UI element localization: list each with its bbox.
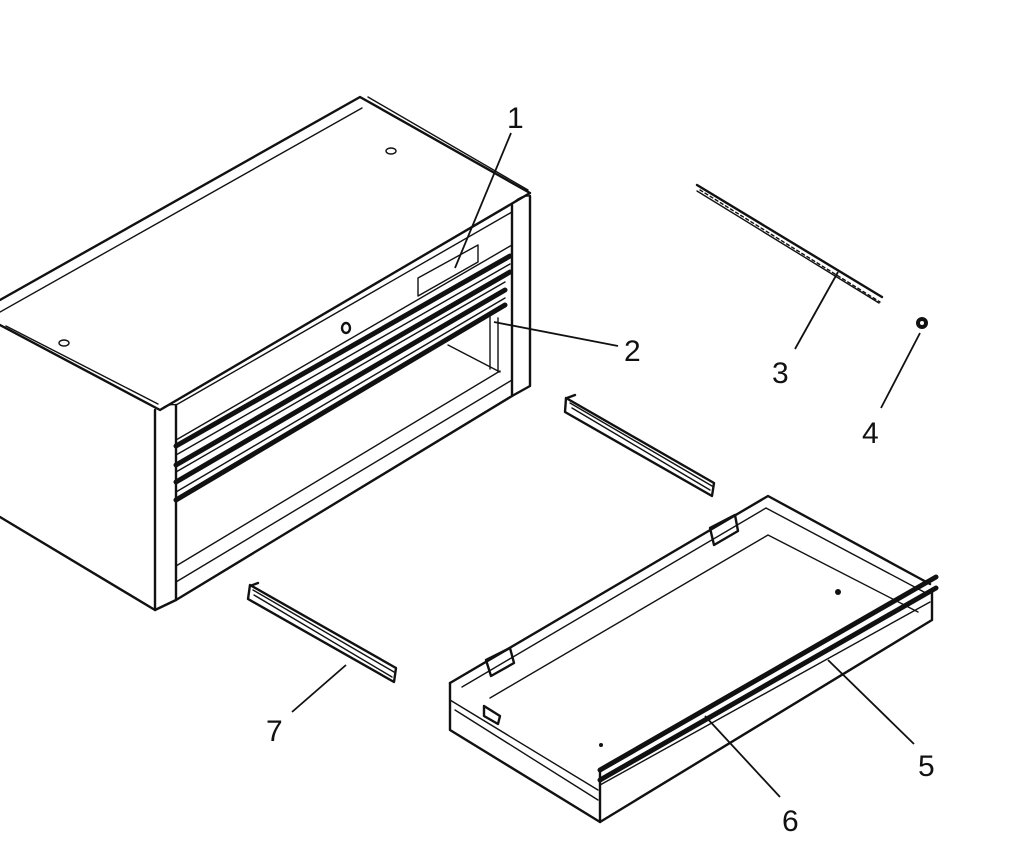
leader-5 [827,659,915,745]
callout-labels: 1 2 3 4 5 6 7 [266,102,935,838]
drawer-slide-right [563,393,716,498]
callout-4: 4 [862,417,879,450]
leader-7 [291,664,347,713]
leader-3 [794,271,839,350]
drawer-assembly [448,494,939,824]
callout-2: 2 [624,335,641,368]
callout-5: 5 [918,750,935,783]
label-strip-part [695,183,884,304]
callout-7: 7 [266,715,283,748]
drawer-slide-left [246,581,398,684]
leader-2 [493,321,619,347]
callout-1: 1 [507,102,524,135]
leader-6 [704,715,781,798]
leader-4 [880,332,921,409]
tool-chest-cabinet [0,95,532,612]
leader-lines [291,132,921,798]
callout-6: 6 [782,805,799,838]
knob-part [916,317,928,329]
callout-3: 3 [772,357,789,390]
leader-1 [454,132,512,269]
